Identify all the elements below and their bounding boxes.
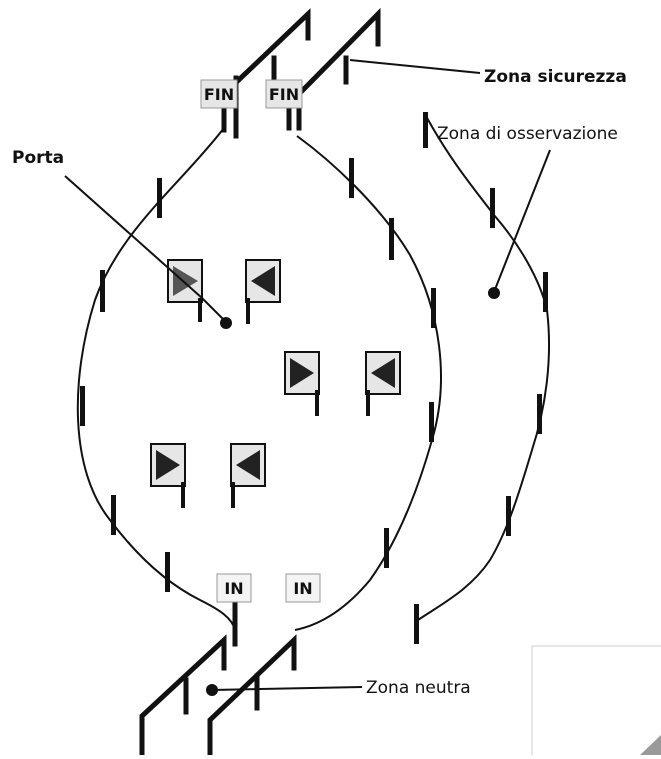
page-corner: [531, 645, 661, 759]
label-zona-osservazione: Zona di osservazione: [437, 124, 618, 144]
gate-2-left: [284, 351, 320, 416]
gate-2-right: [365, 351, 401, 416]
fin-sign-left-label: FIN: [204, 85, 234, 104]
gate-3-right: [230, 443, 266, 508]
callout-dots: [206, 287, 500, 696]
neutral-zone-fence: [139, 597, 297, 758]
in-sign-left: IN: [216, 573, 252, 603]
gate-1-left: [167, 259, 203, 322]
gate-1-right: [245, 259, 281, 324]
fin-sign-right: FIN: [265, 79, 303, 109]
callout-leaders: [64, 59, 551, 691]
gate-3-left: [150, 443, 186, 508]
safety-zone-fence: [221, 7, 381, 139]
in-sign-right: IN: [285, 573, 321, 603]
fin-sign-left: FIN: [200, 79, 238, 109]
label-zona-sicurezza: Zona sicurezza: [484, 67, 627, 87]
label-porta: Porta: [12, 148, 64, 168]
in-sign-left-label: IN: [224, 579, 243, 598]
label-zona-neutra: Zona neutra: [366, 678, 471, 698]
course-boundary: [76, 127, 442, 631]
in-sign-right-label: IN: [293, 579, 312, 598]
observation-zone-boundary: [417, 115, 551, 621]
boundary-posts: [80, 112, 548, 644]
fin-sign-right-label: FIN: [269, 85, 299, 104]
